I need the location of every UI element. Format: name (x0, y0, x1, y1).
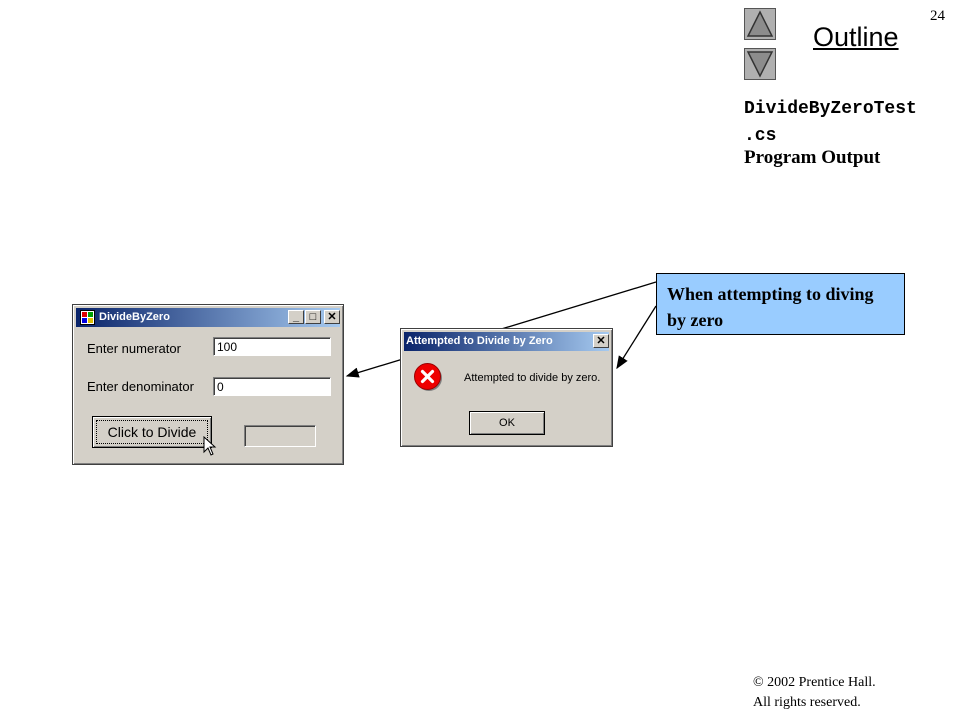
section-label: Program Output (744, 147, 881, 168)
error-icon (414, 363, 442, 391)
numerator-label: Enter numerator (87, 341, 181, 356)
page-number: 24 (930, 8, 945, 24)
next-slide-button[interactable] (744, 48, 776, 80)
arrow-to-error-dialog (616, 305, 657, 370)
click-to-divide-label: Click to Divide (96, 420, 208, 444)
file-name-line-1: DivideByZeroTest (744, 99, 917, 119)
copyright-line-2: All rights reserved. (753, 695, 861, 710)
triangle-down-icon (746, 51, 774, 78)
error-dialog: Attempted to Divide by Zero ✕ Attempted … (400, 328, 613, 447)
main-window-titlebar[interactable]: DivideByZero _ □ ✕ (76, 308, 340, 327)
outline-link[interactable]: Outline (813, 22, 899, 52)
app-icon (80, 310, 95, 325)
previous-slide-button[interactable] (744, 8, 776, 40)
error-dialog-titlebar[interactable]: Attempted to Divide by Zero ✕ (404, 332, 609, 351)
error-message: Attempted to divide by zero. (464, 372, 601, 384)
ok-button[interactable]: OK (469, 411, 545, 435)
main-window-title: DivideByZero (99, 311, 170, 323)
error-dialog-close-button[interactable]: ✕ (593, 334, 609, 348)
triangle-up-icon (746, 10, 774, 37)
file-name-line-2: .cs (744, 126, 777, 146)
callout-box: When attempting to diving by zero (656, 273, 905, 335)
error-dialog-title: Attempted to Divide by Zero (406, 335, 553, 347)
close-button[interactable]: ✕ (324, 310, 340, 324)
result-label (244, 425, 316, 447)
maximize-button[interactable]: □ (305, 310, 321, 324)
denominator-input[interactable] (213, 377, 331, 396)
copyright-line-1: © 2002 Prentice Hall. (753, 675, 876, 690)
click-to-divide-button[interactable]: Click to Divide (92, 416, 212, 448)
divide-by-zero-window: DivideByZero _ □ ✕ Enter numerator Enter… (72, 304, 344, 465)
copyright: © 2002 Prentice Hall. All rights reserve… (753, 673, 876, 713)
file-name: DivideByZeroTest .cs (744, 96, 917, 150)
denominator-label: Enter denominator (87, 379, 194, 394)
minimize-button[interactable]: _ (288, 310, 304, 324)
numerator-input[interactable] (213, 337, 331, 356)
mouse-cursor-icon (203, 436, 217, 456)
